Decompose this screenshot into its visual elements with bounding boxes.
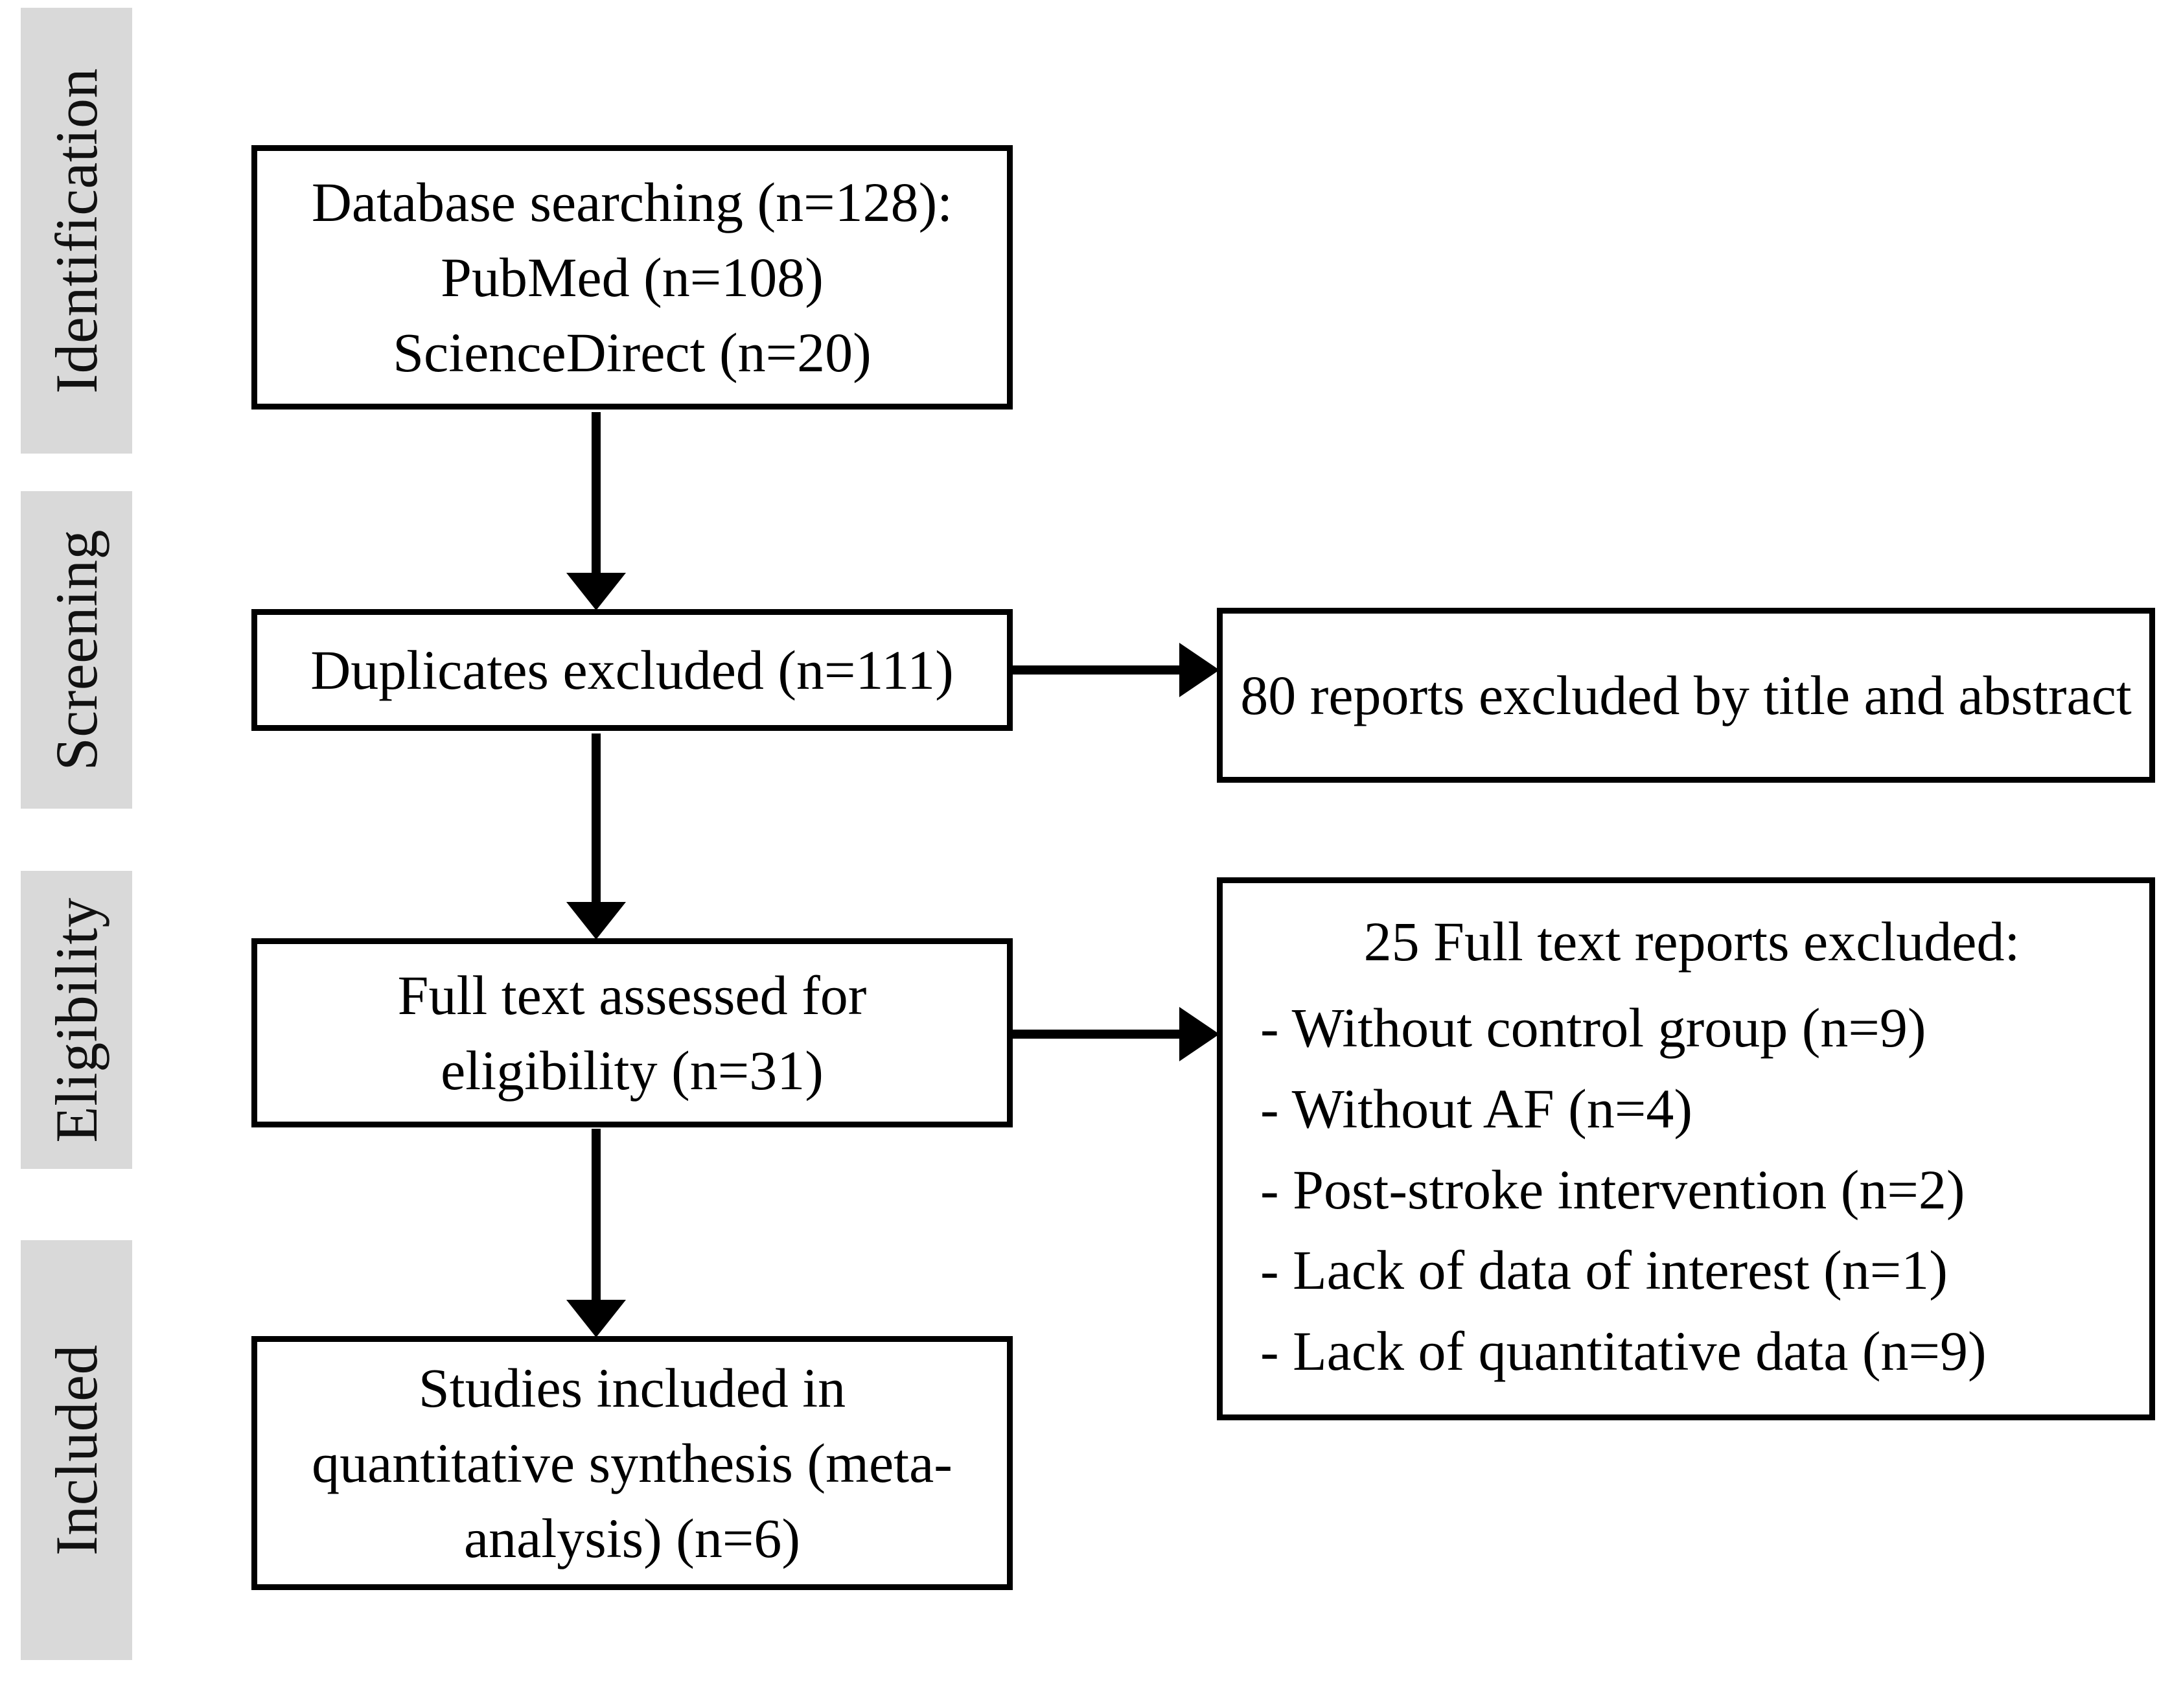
- stage-label-included: Included: [43, 1344, 110, 1556]
- box-full-text-excluded-list: 25 Full text reports excluded: - Without…: [1223, 906, 2149, 1391]
- box-duplicates-excluded-text: Duplicates excluded (n=111): [310, 638, 954, 701]
- arrow-screening-to-eligibility: [566, 733, 626, 940]
- full-text-excluded-item-5: - Lack of quantitative data (n=9): [1260, 1319, 1987, 1382]
- arrow-fulltext-to-fulltext-excluded: [1008, 1007, 1219, 1061]
- box-database-searching-text: Database searching (n=128): PubMed (n=10…: [311, 170, 953, 384]
- full-text-excluded-item-4: - Lack of data of interest (n=1): [1260, 1239, 1948, 1302]
- stage-label-eligibility: Eligibility: [43, 897, 110, 1143]
- arrow-eligibility-to-included: [566, 1129, 626, 1337]
- box-studies-included-text: Studies included in quantitative synthes…: [312, 1356, 952, 1570]
- box-studies-included: Studies included in quantitative synthes…: [251, 1336, 1013, 1590]
- stage-band-eligibility: Eligibility: [21, 871, 132, 1169]
- stage-band-identification: Identification: [21, 8, 132, 454]
- box-reports-excluded-title-abstract: 80 reports excluded by title and abstrac…: [1217, 608, 2155, 783]
- arrow-duplicates-to-reports-excluded: [1008, 643, 1219, 697]
- stage-label-identification: Identification: [43, 67, 110, 394]
- full-text-excluded-title: 25 Full text reports excluded:: [1363, 910, 2020, 973]
- arrow-identification-to-screening: [566, 412, 626, 610]
- stage-band-screening: Screening: [21, 491, 132, 809]
- box-full-text-excluded: 25 Full text reports excluded: - Without…: [1217, 877, 2155, 1420]
- box-duplicates-excluded: Duplicates excluded (n=111): [251, 609, 1013, 731]
- box-full-text-assessed-text: Full text assessed for eligibility (n=31…: [397, 964, 867, 1102]
- full-text-excluded-item-2: - Without AF (n=4): [1260, 1077, 1692, 1140]
- box-full-text-assessed: Full text assessed for eligibility (n=31…: [251, 938, 1013, 1127]
- full-text-excluded-item-3: - Post-stroke intervention (n=2): [1260, 1158, 1965, 1221]
- stage-band-included: Included: [21, 1240, 132, 1660]
- full-text-excluded-item-1: - Without control group (n=9): [1260, 997, 1926, 1059]
- stage-label-screening: Screening: [43, 529, 110, 771]
- box-reports-excluded-title-abstract-text: 80 reports excluded by title and abstrac…: [1240, 664, 2132, 726]
- box-database-searching: Database searching (n=128): PubMed (n=10…: [251, 145, 1013, 410]
